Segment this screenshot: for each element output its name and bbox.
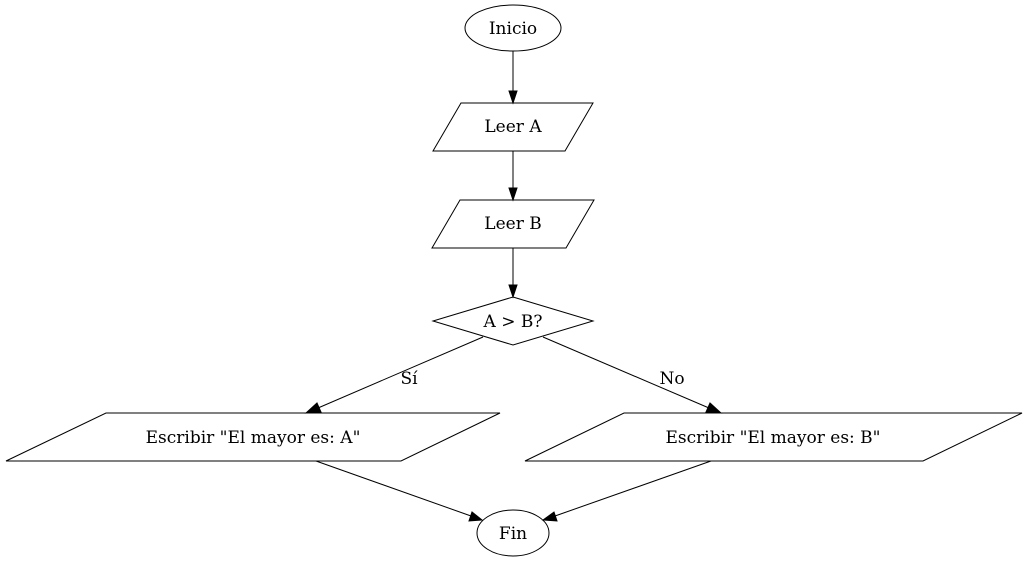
read-a-node: Leer A xyxy=(432,102,594,152)
write-b-node-label: Escribir "El mayor es: B" xyxy=(666,428,881,448)
start-node-label: Inicio xyxy=(489,19,537,39)
edge-decision-to-write-b: No xyxy=(542,336,723,414)
edge-write-a-to-fin xyxy=(315,460,484,522)
end-node: Fin xyxy=(476,509,550,557)
read-b-node-label: Leer B xyxy=(484,214,541,234)
arrowhead-icon xyxy=(541,511,558,522)
edge-leer-a-to-leer-b xyxy=(508,151,518,202)
read-b-node: Leer B xyxy=(431,199,595,249)
arrowhead-icon xyxy=(508,187,518,202)
write-a-node: Escribir "El mayor es: A" xyxy=(5,412,501,462)
decision-node: A > B? xyxy=(431,296,595,346)
no-edge-label: No xyxy=(659,369,684,389)
arrowhead-icon xyxy=(304,402,322,414)
edge-leer-b-to-decision xyxy=(508,248,518,299)
edge-inicio-to-leer-a xyxy=(508,51,518,105)
arrowhead-icon xyxy=(705,402,723,414)
decision-node-label: A > B? xyxy=(483,312,543,332)
read-a-node-label: Leer A xyxy=(484,117,542,137)
write-a-node-label: Escribir "El mayor es: A" xyxy=(146,428,361,448)
start-node: Inicio xyxy=(464,4,562,52)
yes-edge-label: Sí xyxy=(400,369,418,389)
end-node-label: Fin xyxy=(499,524,527,544)
write-b-node: Escribir "El mayor es: B" xyxy=(524,412,1023,462)
edge-write-b-to-fin xyxy=(541,460,712,522)
edge-decision-to-write-a: Sí xyxy=(304,336,484,414)
arrowhead-icon xyxy=(508,90,518,105)
arrowhead-icon xyxy=(508,284,518,299)
arrowhead-icon xyxy=(468,511,484,522)
